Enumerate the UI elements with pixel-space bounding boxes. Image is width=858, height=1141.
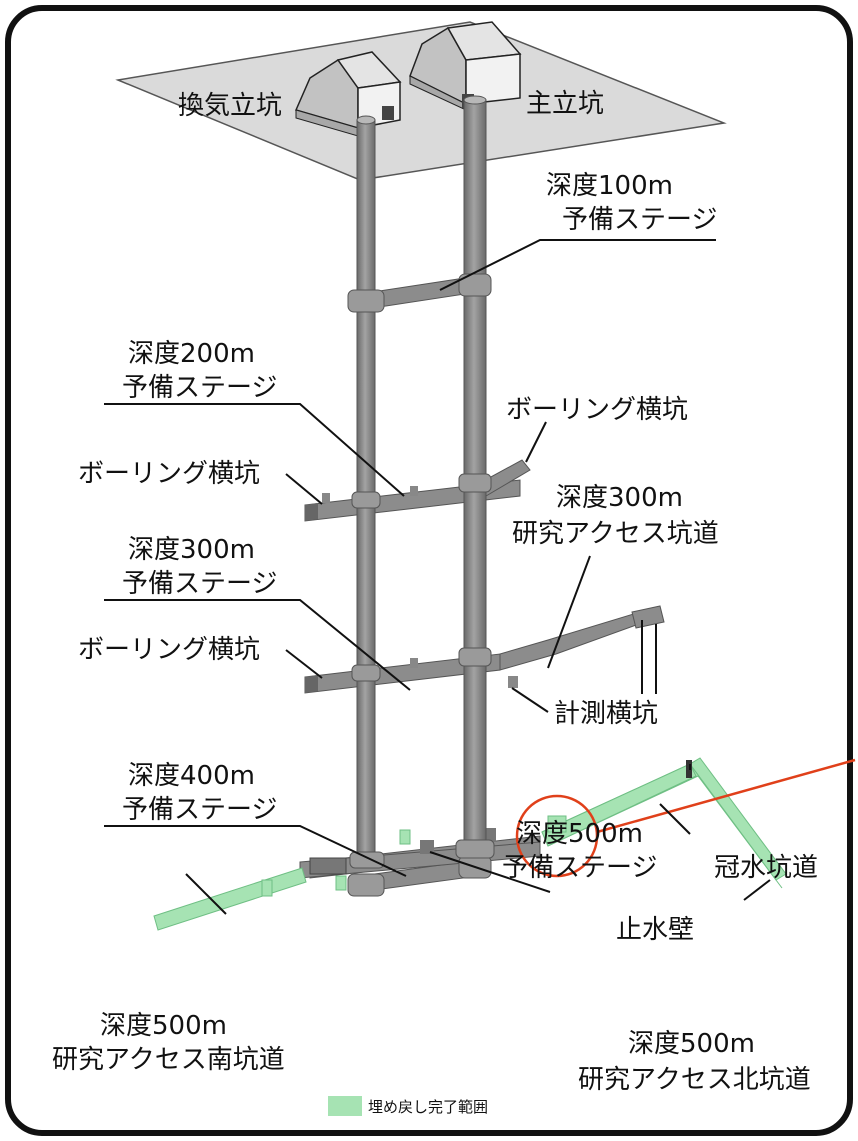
label-water-barrier: 止水壁: [616, 915, 694, 945]
legend-label-backfill: 埋め戻し完了範囲: [368, 1098, 488, 1116]
label-stage300-line2: 予備ステージ: [122, 569, 277, 599]
label-boring-300-left: ボーリング横坑: [78, 635, 260, 665]
main-shaft-building: [409, 21, 522, 111]
legend-swatch-backfill: [328, 1096, 362, 1116]
label-south500-line1: 深度500m: [100, 1011, 227, 1041]
backfill-south-gallery: [153, 829, 411, 931]
label-gallery300-line1: 深度300m: [556, 483, 683, 513]
label-ventilation-shaft: 換気立坑: [178, 91, 282, 121]
label-boring-200-left: ボーリング横坑: [78, 459, 260, 489]
label-stage500-line1: 深度500m: [516, 819, 643, 849]
label-stage100-line2: 予備ステージ: [562, 205, 717, 235]
label-stage400-line2: 予備ステージ: [122, 795, 277, 825]
label-flooded-gallery: 冠水坑道: [714, 853, 818, 883]
label-stage200-line1: 深度200m: [128, 339, 255, 369]
gallery-300m: [304, 605, 665, 694]
label-boring-200-right: ボーリング横坑: [506, 395, 688, 425]
label-south500-line2: 研究アクセス南坑道: [52, 1045, 285, 1075]
label-stage200-line2: 予備ステージ: [122, 373, 277, 403]
backfill-north-gallery: [541, 757, 787, 889]
label-stage100-line1: 深度100m: [546, 171, 673, 201]
highlight-circle: [515, 794, 599, 878]
label-stage400-line1: 深度400m: [128, 761, 255, 791]
label-north500-line2: 研究アクセス北坑道: [578, 1065, 811, 1095]
shaft-stations: [347, 273, 495, 897]
label-north500-line1: 深度500m: [628, 1029, 755, 1059]
outer-frame: [5, 5, 853, 1136]
label-stage300-line1: 深度300m: [128, 535, 255, 565]
label-stage500-line2: 予備ステージ: [502, 853, 657, 883]
label-measurement-gallery: 計測横坑: [554, 699, 658, 729]
label-main-shaft: 主立坑: [526, 89, 604, 119]
legend: 埋め戻し完了範囲: [328, 1096, 488, 1116]
leader-lines: [104, 239, 771, 915]
ground-surface: [115, 21, 727, 181]
label-gallery300-line2: 研究アクセス坑道: [512, 519, 719, 549]
highlight-line: [596, 758, 856, 834]
